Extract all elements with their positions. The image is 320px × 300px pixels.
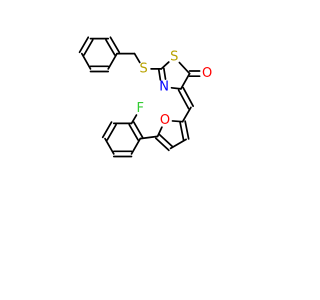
bond-n1-c7-line-b: [157, 68, 162, 81]
bond-c7-s2: [160, 61, 170, 70]
bond-n1-c7-line-a: [163, 67, 167, 80]
molecule-structure: S S O N O F: [78, 36, 213, 158]
atom-label-o1: O: [202, 66, 212, 81]
bond-c14-o2: [156, 126, 163, 138]
atom-label-n1: N: [159, 79, 169, 94]
atom-label-o2: O: [160, 113, 170, 128]
atom-label-layer: S S O N O F: [137, 50, 213, 128]
bond-c6-c1-line-b: [78, 36, 90, 54]
bond-c8-c9: [180, 72, 191, 90]
bond-c14-c15: [139, 135, 159, 140]
atom-label-f1: F: [137, 101, 144, 116]
bond-c15-c16-line-b: [128, 123, 139, 141]
bond-c2-c3-line-a: [105, 39, 116, 56]
bond-c13-c14-line-a: [158, 133, 174, 148]
atom-label-s2: S: [170, 50, 178, 65]
bond-c10-c11: [181, 106, 192, 123]
bond-c17-c18-line-a: [101, 121, 113, 139]
bond-c12-c13: [169, 138, 187, 150]
bond-c18-c19: [104, 137, 115, 155]
bond-c9-c10-line-b: [182, 86, 195, 108]
bond-ch2-s1: [133, 52, 141, 64]
bond-c20-c15: [130, 137, 142, 155]
bond-c11-c12-line-b: [184, 120, 190, 140]
bond-layer: [78, 36, 201, 158]
bond-c3-c4: [107, 52, 118, 70]
bond-c15-c16-line-a: [132, 121, 144, 139]
bond-c9-c10-line-a: [177, 89, 190, 110]
bond-o2-c11: [171, 120, 184, 123]
bond-c17-c18-line-b: [106, 123, 117, 141]
bond-c13-c14-line-b: [154, 137, 170, 152]
bond-c16-f1: [130, 114, 138, 125]
molecule-canvas: S S O N O F: [78, 36, 213, 158]
bond-c9-n1: [170, 86, 182, 90]
bond-s2-c8: [178, 61, 191, 75]
bond-c11-c12-line-a: [179, 121, 185, 141]
bond-c5-c6: [80, 52, 92, 70]
bond-c6-c1-line-a: [83, 39, 94, 56]
atom-label-s1: S: [139, 61, 147, 76]
bond-c2-c3-line-b: [109, 36, 121, 54]
